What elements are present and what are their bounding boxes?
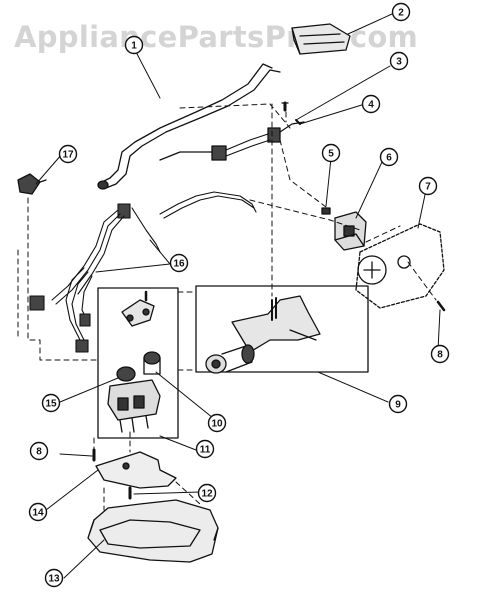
- part-8-screw-right: [436, 300, 446, 312]
- callout-10-circle: [207, 413, 227, 433]
- part-4-connector: [267, 119, 305, 143]
- callout-1-label: 1: [131, 41, 137, 52]
- callout-14-label: 14: [32, 508, 44, 519]
- callout-3-circle: [389, 51, 409, 71]
- callout-14-circle: [28, 502, 48, 522]
- callout-8-circle: [29, 441, 49, 461]
- callout-7-circle: [418, 176, 438, 196]
- valve-bracket: [121, 290, 155, 327]
- callout-5-circle: [321, 143, 341, 163]
- part-11-valve: [107, 366, 161, 433]
- part-13-base: [87, 499, 219, 563]
- part-14-plate: [95, 451, 177, 489]
- callout-16-label: 16: [173, 259, 185, 270]
- part-5-screw: [321, 207, 331, 215]
- callout-4-label: 4: [368, 100, 374, 111]
- callout-2-label: 2: [398, 8, 404, 19]
- part-17-clip: [17, 173, 47, 195]
- callout-11-label: 11: [200, 445, 211, 456]
- part-9-box: [195, 285, 369, 373]
- callout-8-label: 8: [437, 350, 443, 361]
- callout-5-label: 5: [328, 149, 334, 160]
- callout-15-label: 15: [45, 399, 57, 410]
- harness-connector: [159, 133, 271, 161]
- callout-2-circle: [391, 2, 411, 22]
- callout-7-label: 7: [425, 182, 431, 193]
- part-10-coil: [143, 351, 161, 375]
- callout-6-label: 6: [386, 153, 392, 164]
- callout-15-circle: [41, 393, 61, 413]
- part-16-wire-harness: [29, 191, 257, 353]
- callout-13-label: 13: [48, 574, 60, 585]
- callout-9-circle: [388, 394, 408, 414]
- leader-lines: [35, 13, 441, 579]
- assembly-lines: [17, 103, 437, 511]
- valve-assembly-box: [97, 287, 179, 439]
- callout-11-circle: [195, 439, 215, 459]
- part-3-screw: [281, 101, 289, 112]
- callout-10-label: 10: [211, 419, 223, 430]
- part-6-switch: [334, 211, 367, 251]
- part-9-actuator: [205, 295, 321, 374]
- part-2-bracket: [291, 23, 351, 55]
- part-7-housing: [355, 223, 445, 309]
- callout-12-circle: [197, 483, 217, 503]
- callout-17-label: 17: [62, 150, 74, 161]
- callout-16-circle: [169, 253, 189, 273]
- callout-8-circle: [430, 344, 450, 364]
- callout-9-label: 9: [395, 400, 401, 411]
- part-1-tube: [97, 63, 281, 190]
- callout-13-circle: [44, 568, 64, 588]
- callout-6-circle: [379, 147, 399, 167]
- callout-17-circle: [58, 144, 78, 164]
- callout-1-circle: [124, 35, 144, 55]
- callout-4-circle: [361, 94, 381, 114]
- callout-3-label: 3: [396, 57, 402, 68]
- callout-8-label: 8: [36, 447, 42, 458]
- callout-12-label: 12: [201, 489, 213, 500]
